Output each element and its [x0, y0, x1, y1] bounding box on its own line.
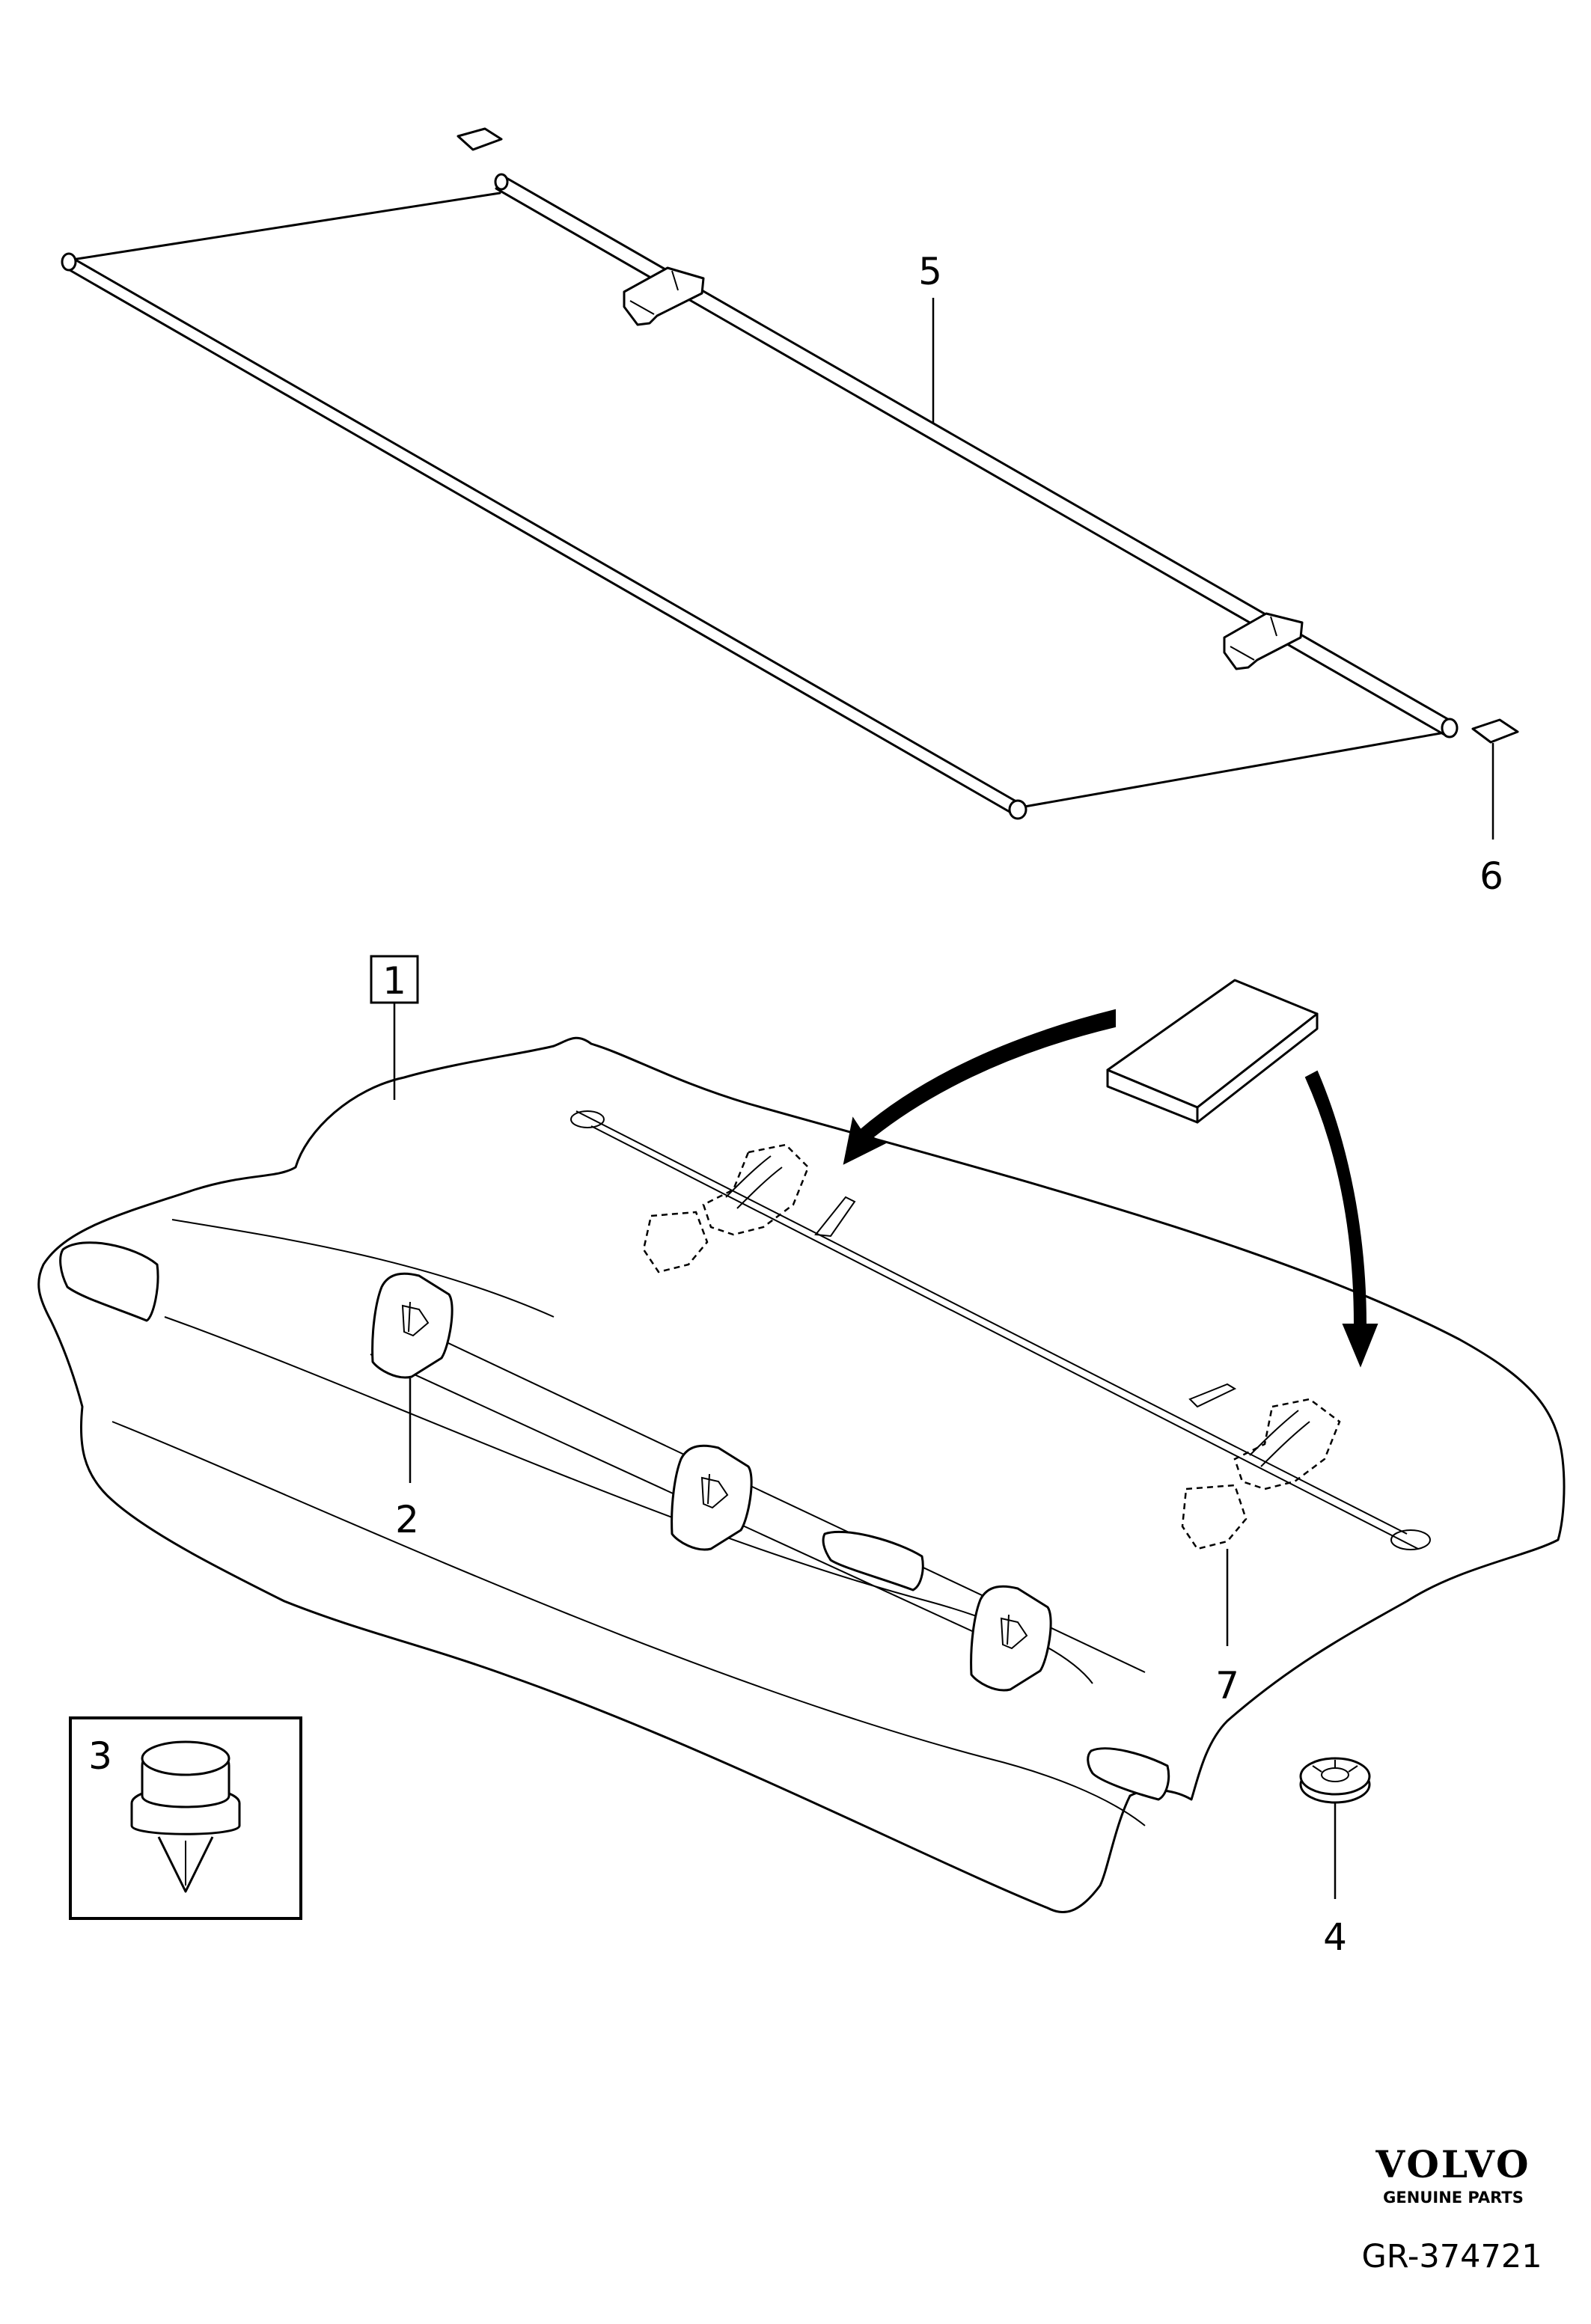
callout-6: 6: [1479, 854, 1503, 898]
speaker-opening-left: [59, 1241, 159, 1322]
arrow-to-left-pad-icon: [843, 1009, 1116, 1165]
end-cap-top: [456, 127, 503, 151]
adhesive-pad-right: [1181, 1398, 1341, 1550]
speaker-opening-right: [1087, 1747, 1170, 1801]
push-clip-inset: [69, 1716, 302, 1920]
adhesive-pad-left: [642, 1143, 810, 1273]
volvo-logo: VOLVO: [1375, 2142, 1530, 2186]
retainer-nut: [1299, 1757, 1371, 1804]
callout-1-box: [370, 955, 419, 1004]
speaker-opening-center: [822, 1530, 924, 1591]
shelf-cover-3: [970, 1585, 1052, 1692]
shelf-cover-1: [371, 1272, 454, 1379]
pad-block: [1106, 979, 1319, 1124]
callout-1: 1: [382, 959, 406, 1003]
genuine-parts-label: GENUINE PARTS: [1383, 2189, 1524, 2207]
callout-4: 4: [1323, 1915, 1347, 1959]
callout-5: 5: [918, 250, 942, 293]
shelf-cover-2: [671, 1444, 753, 1551]
callout-3: 3: [88, 1734, 112, 1778]
cargo-cover-blind: [61, 127, 1519, 820]
cover-bracket-right: [1223, 612, 1304, 670]
arrow-to-right-pad-icon: [1304, 1070, 1378, 1368]
end-cap-right: [1471, 718, 1519, 744]
callout-7: 7: [1215, 1664, 1239, 1707]
callout-2: 2: [395, 1498, 419, 1541]
diagram-reference-number: GR-374721: [1361, 2238, 1542, 2275]
cover-bracket-left: [623, 266, 705, 326]
